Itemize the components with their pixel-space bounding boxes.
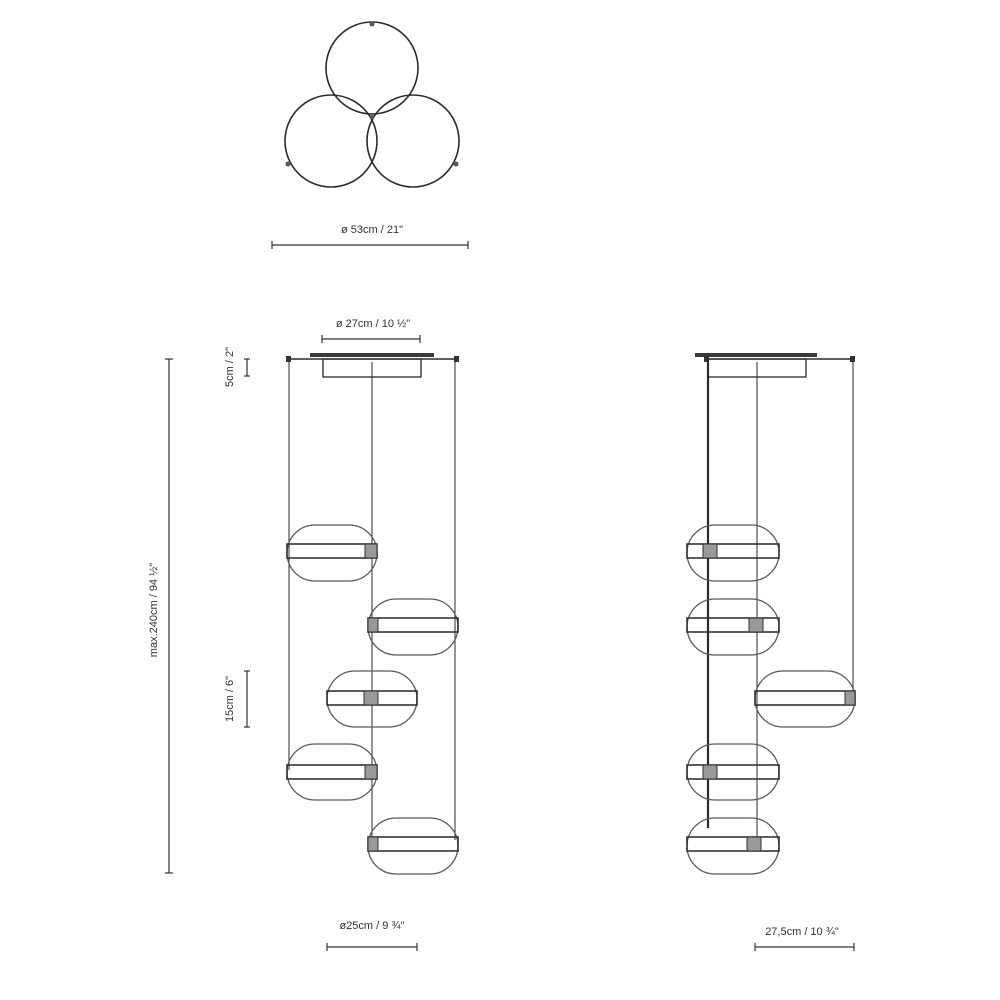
top-view-circle-left: [284, 94, 378, 188]
front-shade: [286, 743, 378, 801]
top-diameter-label: ø 53cm / 21": [341, 224, 403, 236]
front-bar-end: [286, 356, 291, 362]
side-width-dimension: 27,5cm / 10 ¾": [754, 926, 855, 951]
shade-height-label: 15cm / 6": [224, 676, 236, 722]
side-shade: [686, 598, 780, 656]
side-view: [686, 353, 856, 875]
canopy-diameter-label: ø 27cm / 10 ½": [336, 318, 410, 330]
front-view: [286, 353, 459, 875]
top-view-circle-top: [325, 21, 419, 115]
side-width-label: 27,5cm / 10 ¾": [765, 926, 839, 938]
front-shade: [367, 817, 459, 875]
top-view-anchor-point: [370, 115, 374, 119]
shade-diameter-label: ø25cm / 9 ¾": [339, 920, 404, 932]
front-ceiling-plate: [310, 353, 434, 357]
side-shade: [686, 817, 780, 875]
side-shade: [686, 743, 780, 801]
shade-height-dimension: 15cm / 6": [224, 670, 250, 728]
side-ceiling-plate: [695, 353, 817, 357]
top-view-anchor-point: [369, 21, 375, 27]
front-shade: [286, 524, 378, 582]
canopy-height-label: 5cm / 2": [224, 347, 236, 387]
side-bar-end: [850, 356, 855, 362]
side-shade: [686, 524, 780, 582]
top-view: [284, 21, 460, 188]
canopy-height-dimension: 5cm / 2": [224, 347, 250, 387]
top-view-circle-right: [366, 94, 460, 188]
front-shade: [326, 670, 418, 728]
top-diameter-dimension: ø 53cm / 21": [271, 224, 469, 249]
top-view-anchor-point: [285, 161, 291, 167]
canopy-diameter-dimension: ø 27cm / 10 ½": [321, 318, 421, 343]
max-height-label: max.240cm / 94 ½": [148, 563, 160, 657]
front-shade: [367, 598, 459, 656]
shade-diameter-dimension: ø25cm / 9 ¾": [326, 920, 418, 951]
max-height-dimension: max.240cm / 94 ½": [148, 358, 173, 874]
side-shade: [754, 670, 856, 728]
front-bar-end: [454, 356, 459, 362]
side-bar-end: [704, 356, 709, 362]
top-view-anchor-point: [453, 161, 459, 167]
